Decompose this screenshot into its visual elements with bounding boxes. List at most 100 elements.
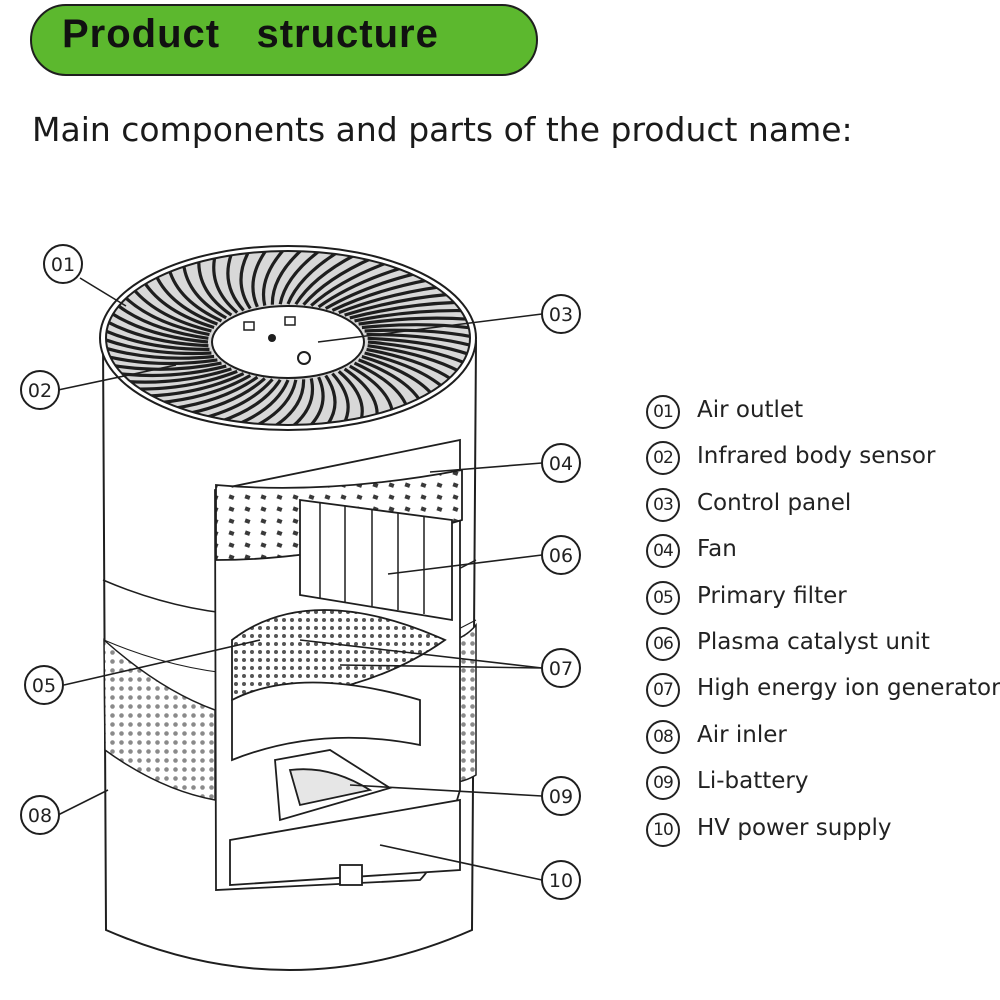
grille-vane [353,361,409,408]
callout-07-label: 07 [549,658,573,680]
grille-vane [142,281,215,330]
cutaway-interior [214,438,463,891]
leader-lines [57,277,543,881]
legend-item-air-inlet: 08 Air inler [646,717,1000,763]
grille-vane [239,251,252,310]
legend-label: Air inler [697,721,787,748]
grille-vane [236,379,290,425]
grille-vane [123,295,210,337]
callout-10-label: 10 [549,870,573,892]
callout-05-label: 05 [32,675,56,697]
callout-10: 10 [541,860,581,900]
grille-vane [361,323,470,330]
grille-vane [197,259,233,317]
grille-vane [289,378,314,425]
grille-vane [187,377,266,416]
grille-vane [182,263,227,320]
grille-vane [324,374,337,425]
legend-number: 07 [646,673,680,708]
legend-number: 02 [646,441,680,476]
grille-vane [219,378,282,424]
grille-vane [107,355,218,366]
grille-vane [337,370,364,422]
grille-vane [307,376,325,425]
grille-vane [324,271,417,310]
legend-number: 08 [646,719,680,754]
callout-05: 05 [24,665,64,705]
grille-vane [349,364,394,413]
callout-01-label: 01 [51,254,75,276]
legend-label: High energy ion generator [697,675,1000,702]
callout-09: 09 [541,776,581,816]
grille-vane [367,336,470,356]
grille-vane [317,266,404,309]
legend-number: 01 [646,395,680,429]
grille-vane [367,344,460,373]
legend-label: Plasma catalyst unit [697,628,930,655]
grille-vane [159,374,252,405]
legend-label: Primary filter [697,582,847,609]
legend-label: Air outlet [697,397,804,423]
grille-vane [331,278,429,312]
callout-06: 06 [541,535,581,575]
grille-vane [302,256,374,306]
grille-vane [132,288,212,333]
grille-vane [173,375,259,410]
grille-vane [286,251,340,305]
callout-07: 07 [541,648,581,688]
grille-vane [331,372,350,425]
grille-vane [106,337,212,356]
grille-vane [147,372,245,398]
grille-vane [167,268,223,323]
grille-vane [253,379,298,425]
callout-markers: 01 02 03 04 05 06 07 08 09 10 [20,244,581,900]
grille-vane [367,340,466,365]
grille-vane [226,251,245,312]
legend-item-hv-power-supply: 10 HV power supply [646,810,1000,856]
grille-vane [106,320,209,348]
callout-08-label: 08 [28,805,52,827]
grille-vane [154,274,218,326]
legend-label: Control panel [697,489,852,516]
callout-09-label: 09 [549,786,573,808]
legend-label: HV power supply [697,814,892,841]
legend-item-li-battery: 09 Li-battery [646,763,1000,809]
parts-legend: 01 Air outlet 02 Infrared body sensor 03… [646,392,1000,856]
grille-vane [310,260,389,307]
legend-item-control-panel: 03 Control panel [646,485,1000,531]
grille-vane [136,369,238,391]
grille-vane [116,303,209,340]
callout-03-label: 03 [549,304,573,326]
grille-vane [358,358,422,402]
grille-vane [126,367,232,384]
grille-vane [106,346,215,360]
legend-label: Fan [697,536,737,563]
page-subtitle: Main components and parts of the product… [32,110,853,149]
callout-02: 02 [20,370,60,410]
grille-vane [364,351,444,389]
grille-vane [261,251,287,306]
legend-item-high-energy-ion-generator: 07 High energy ion generator [646,670,1000,716]
title-banner [30,4,538,76]
air-outlet-grille [105,250,471,426]
grille-vane [361,354,434,396]
grille-vane [338,285,440,315]
legend-label: Infrared body sensor [697,443,936,470]
grille-vane [349,300,458,320]
legend-item-plasma-catalyst-unit: 06 Plasma catalyst unit [646,624,1000,670]
legend-item-air-outlet: 01 Air outlet [646,392,1000,438]
grille-vane [203,378,274,420]
legend-item-primary-filter: 05 Primary filter [646,578,1000,624]
grille-vane [271,379,306,425]
grille-vane [354,308,464,323]
grille-vane [358,316,469,326]
grille-vane [106,329,210,352]
grille-vane [366,347,453,381]
legend-item-infrared-body-sensor: 02 Infrared body sensor [646,438,1000,484]
legend-number: 05 [646,580,680,615]
legend-label: Li-battery [697,768,809,795]
grille-vane [251,251,269,308]
grille-vane [278,251,323,305]
callout-03: 03 [541,294,581,334]
